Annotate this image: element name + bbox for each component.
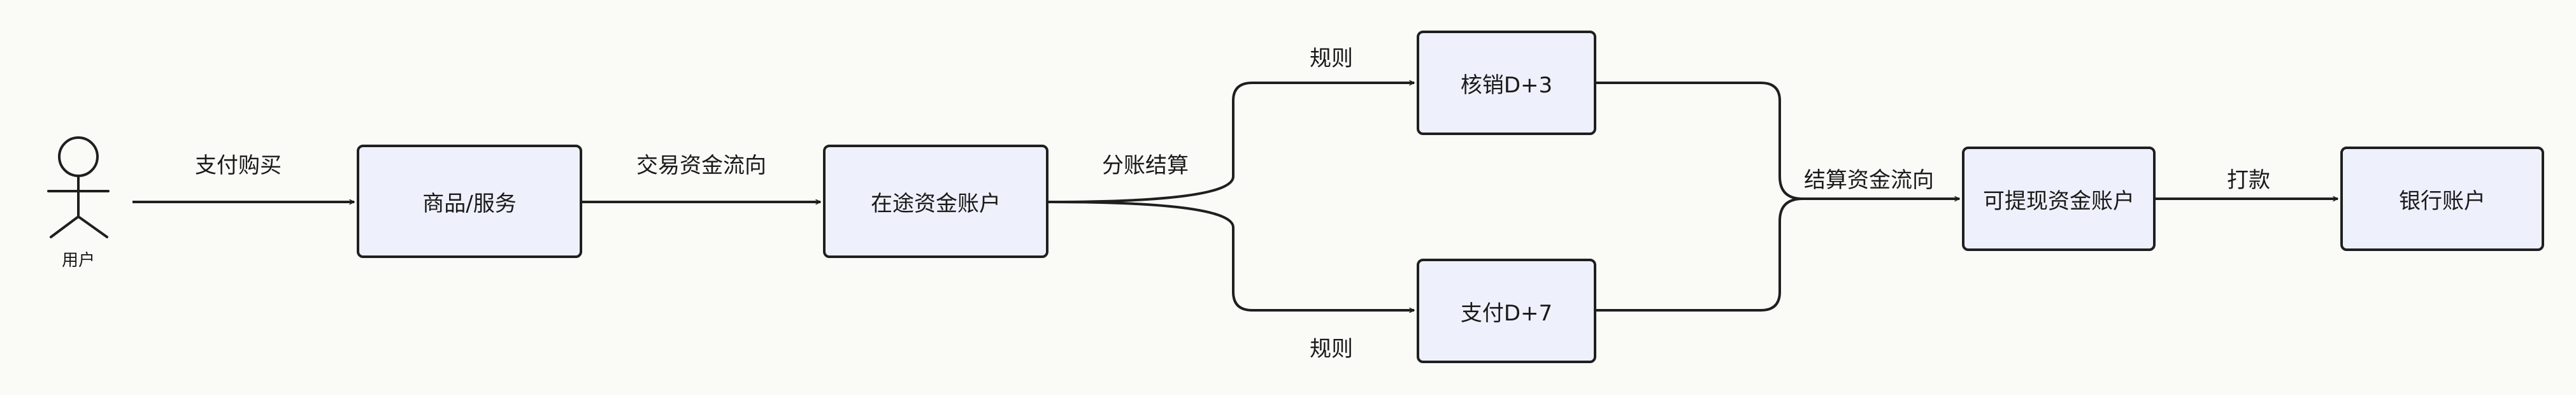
edge-label-settle-flow: 结算资金流向 (1804, 168, 1934, 193)
edge-split-top (1048, 83, 1414, 203)
edge-merge-top (1596, 82, 1959, 199)
edge-label-trade-flow: 交易资金流向 (636, 153, 766, 178)
node-pay: 支付D+7 (1417, 259, 1596, 363)
node-goods: 商品/服务 (357, 145, 582, 258)
node-bank-account: 银行账户 (2340, 147, 2544, 251)
edge-label-payout: 打款 (2227, 168, 2270, 193)
edge-split-bottom (1048, 201, 1414, 310)
node-writeoff: 核销D+3 (1417, 31, 1596, 135)
edge-label-buy: 支付购买 (195, 153, 282, 178)
user-actor-icon (47, 136, 110, 238)
edge-label-rule-top: 规则 (1310, 46, 1353, 71)
edge-label-rule-bottom: 规则 (1310, 336, 1353, 362)
edge-label-split: 分账结算 (1102, 153, 1189, 178)
actor-label: 用户 (61, 251, 96, 270)
edge-merge-bottom (1596, 198, 1803, 312)
node-withdrawable-account: 可提现资金账户 (1962, 147, 2156, 251)
node-transit-account: 在途资金账户 (823, 145, 1048, 258)
